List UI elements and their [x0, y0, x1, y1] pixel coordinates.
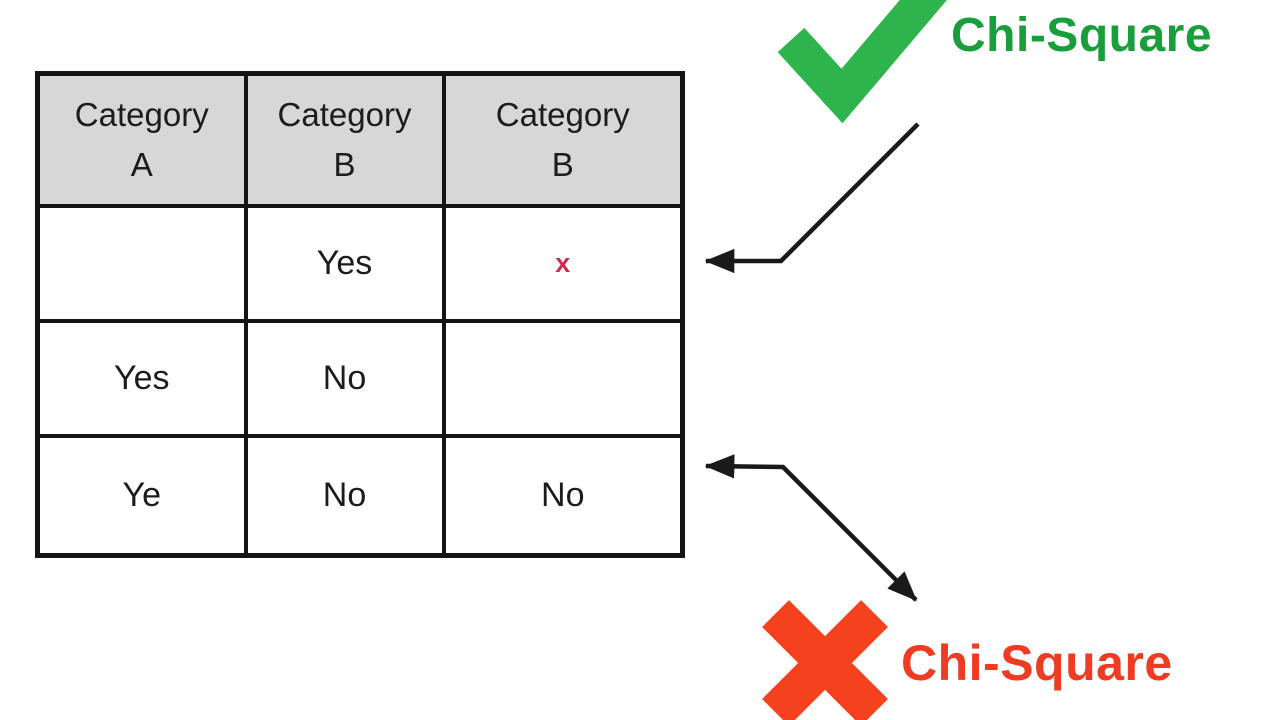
arrow-to-row3-icon: [704, 454, 918, 602]
table-cell: Ye: [35, 433, 248, 558]
table-cell-invalid-x: x: [441, 203, 685, 323]
header-cell-category-a: Category A: [35, 71, 248, 208]
header-cell-category-b1: Category B: [243, 71, 446, 208]
table-cell: [35, 203, 248, 323]
table-cell: No: [441, 433, 685, 558]
table-cell: No: [243, 318, 446, 438]
table-row: Yes x: [35, 203, 685, 323]
chi-square-valid-label: Chi-Square: [951, 9, 1213, 62]
header-cell-category-b2: Category B: [441, 71, 685, 208]
contingency-table: Category A Category B Category B Yes x: [35, 71, 685, 558]
table-header-row: Category A Category B Category B: [35, 71, 685, 208]
table-row: Ye No No: [35, 433, 685, 558]
header-line: A: [130, 145, 153, 183]
table-row: Yes No: [35, 318, 685, 438]
table-cell: [441, 318, 685, 438]
header-line: B: [333, 145, 356, 183]
header-line: Category: [495, 95, 630, 133]
table-cell: Yes: [243, 203, 446, 323]
header-line: B: [551, 145, 574, 183]
chi-square-invalid-label: Chi-Square: [901, 635, 1173, 691]
arrow-to-row1-icon: [704, 122, 920, 274]
table-cell: Yes: [35, 318, 248, 438]
cross-icon: [762, 600, 888, 720]
check-icon: [777, 0, 947, 124]
header-line: Category: [277, 95, 412, 133]
table-cell: No: [243, 433, 446, 558]
header-line: Category: [74, 95, 209, 133]
